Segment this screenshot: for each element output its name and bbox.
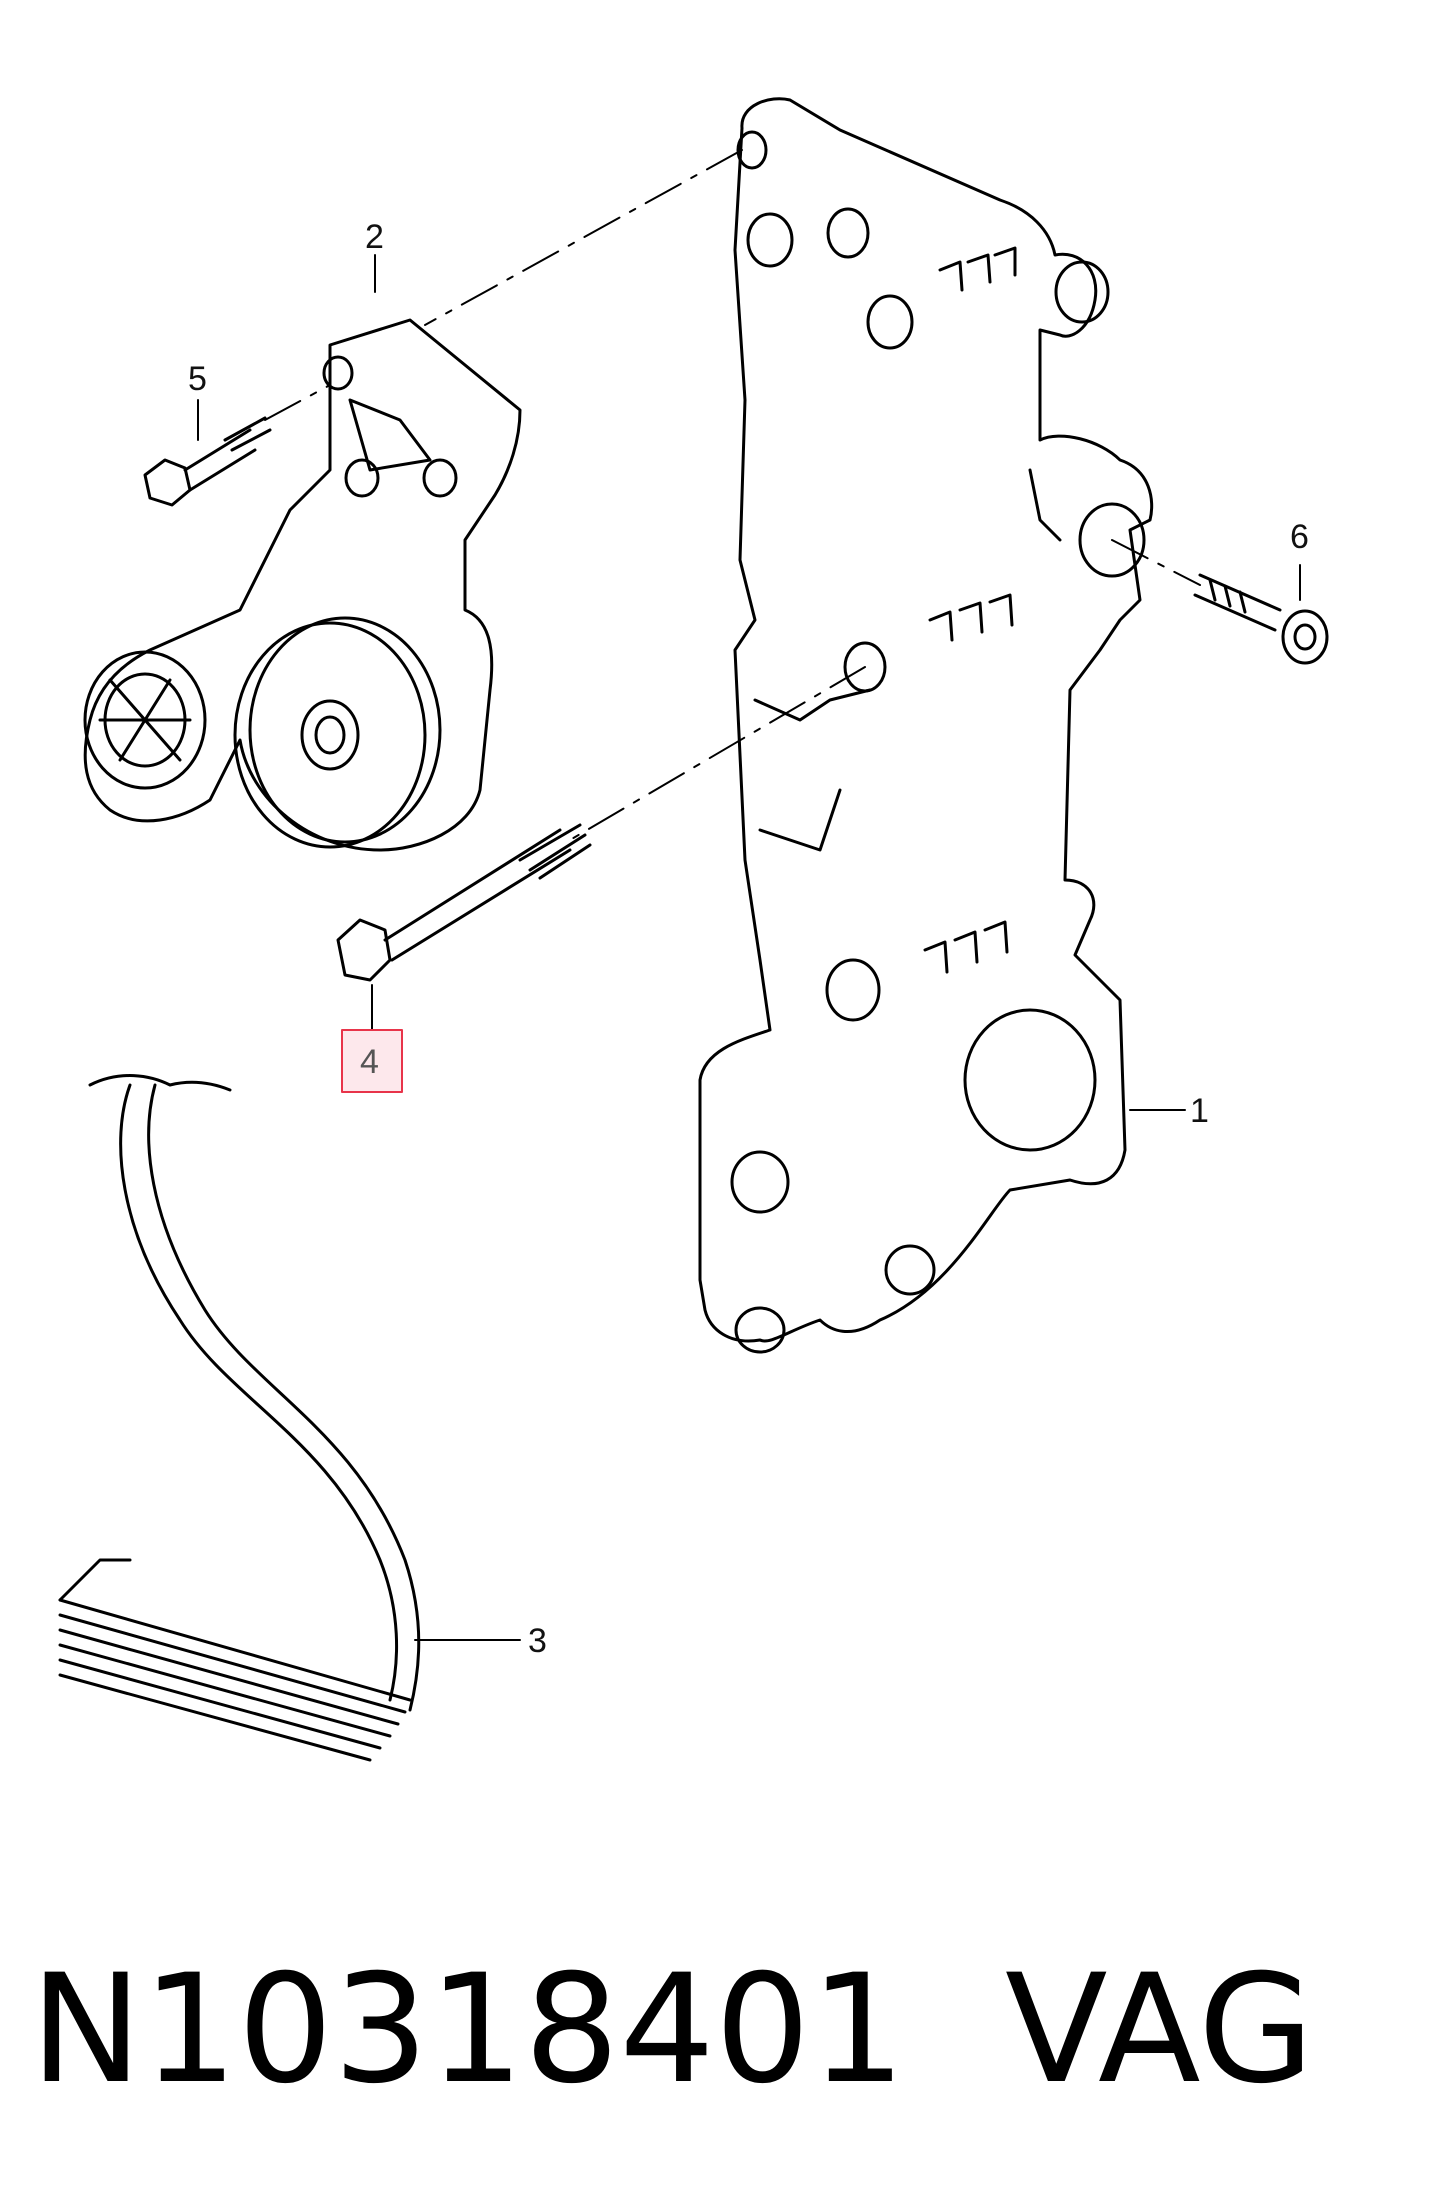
callout-1: 1: [1190, 1092, 1209, 1130]
exploded-parts-diagram: 1 2 3 4 5 6: [58, 97, 1329, 1762]
leader-lines: [197, 254, 1301, 1641]
callout-4: 4: [360, 1043, 379, 1081]
callout-3: 3: [528, 1622, 547, 1660]
callout-6: 6: [1290, 518, 1309, 556]
product-caption: N10318401 VAG: [0, 1900, 1437, 2160]
tensioner-part: [83, 318, 522, 852]
ribbed-belt-part: [58, 1074, 421, 1762]
brand-name: VAG: [1005, 1943, 1315, 2117]
assembly-lines: [264, 149, 1201, 841]
callout-2: 2: [365, 218, 384, 256]
bracket-part: [698, 97, 1154, 1354]
short-bolt-part: [143, 416, 272, 507]
flange-bolt-part: [1193, 573, 1329, 665]
part-number: N10318401: [30, 1943, 906, 2117]
callout-5: 5: [188, 360, 207, 398]
long-bolt-part: [336, 823, 592, 982]
highlight-box: [341, 1029, 403, 1093]
